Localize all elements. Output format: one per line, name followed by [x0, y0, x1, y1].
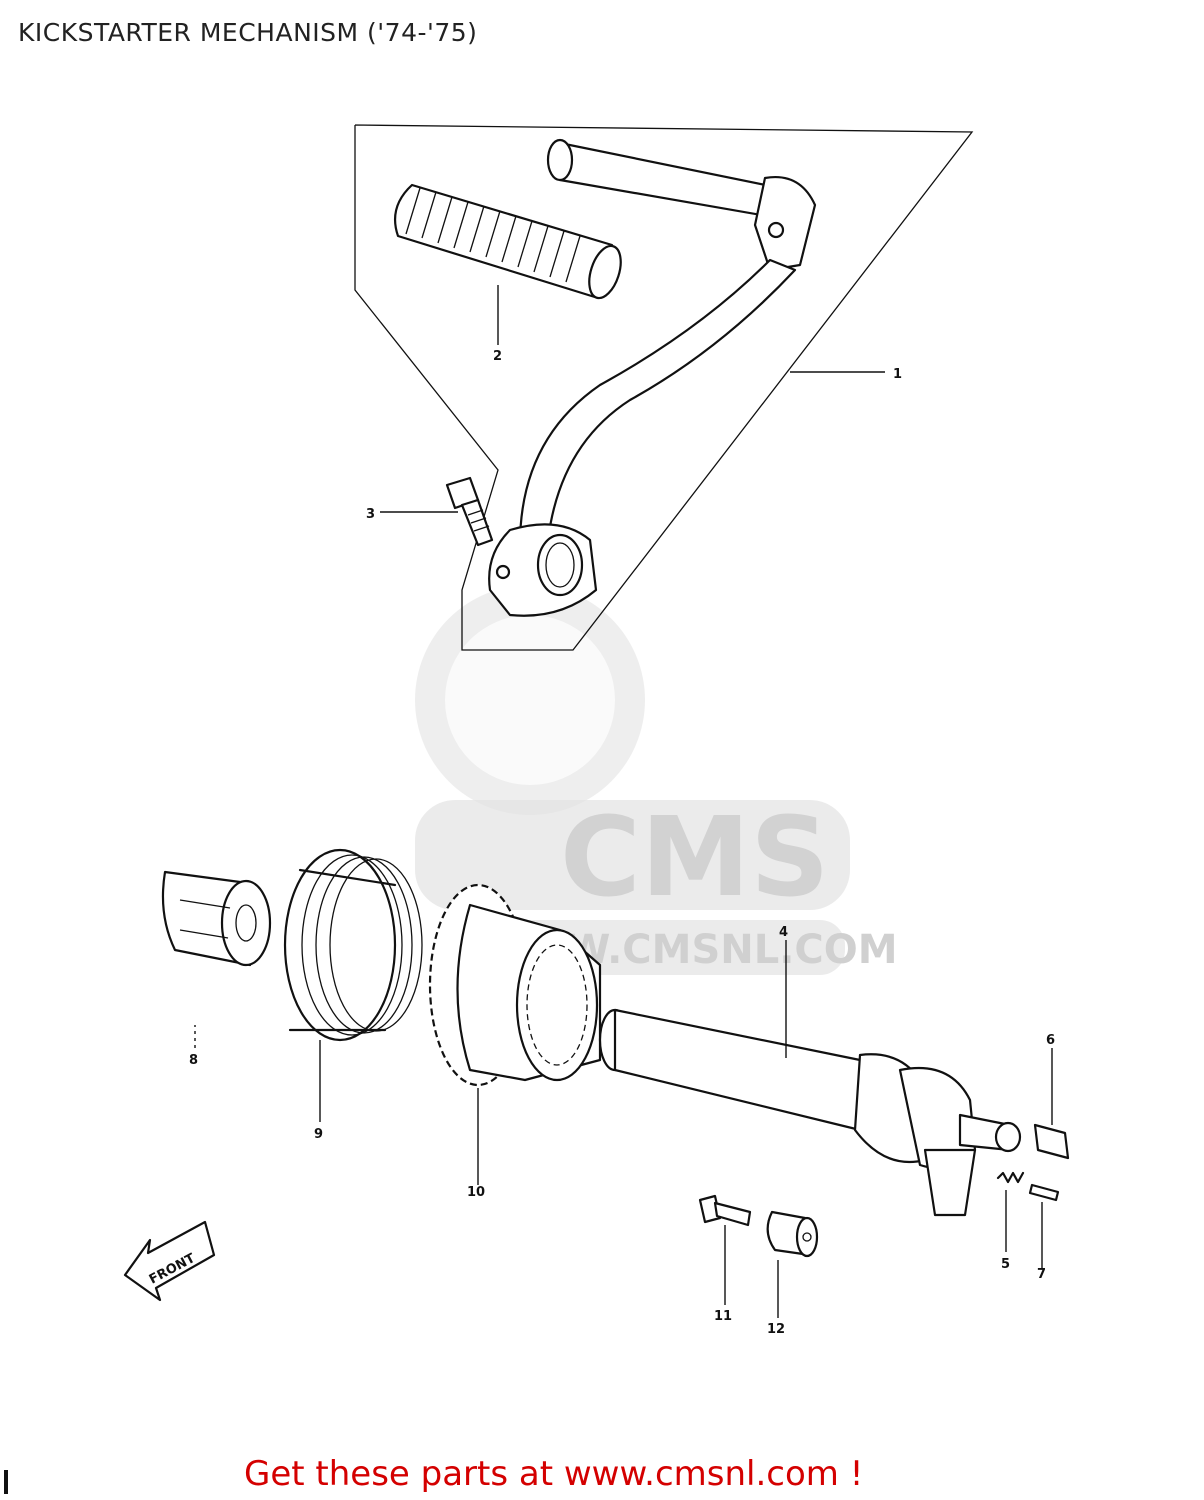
parts-diagram: CMS WWW.CMSNL.COM — [123, 124, 1070, 1337]
part-8-collar — [161, 870, 272, 967]
part-7-pin — [1028, 1183, 1060, 1202]
part-2-kick-rubber — [394, 183, 622, 300]
callout-7: 7 — [1037, 1267, 1046, 1282]
part-5-small-spring — [996, 1171, 1025, 1184]
part-3-lever-bolt — [445, 476, 494, 547]
callout-2: 2 — [493, 349, 502, 364]
callout-6: 6 — [1046, 1033, 1055, 1048]
callout-9: 9 — [314, 1127, 323, 1142]
part-9-kick-spring — [283, 848, 423, 1042]
callout-4: 4 — [779, 925, 788, 940]
kick-lever-outline — [354, 124, 974, 651]
part-1-kickstarter-lever — [488, 138, 817, 617]
callout-11: 11 — [714, 1309, 732, 1324]
callout-1: 1 — [893, 367, 902, 382]
watermark-logo-text: CMS — [560, 793, 829, 921]
front-direction-arrow: FRONT — [123, 1220, 216, 1302]
callout-5: 5 — [1001, 1257, 1010, 1272]
part-10-kick-gear — [428, 883, 602, 1087]
callout-12: 12 — [767, 1322, 785, 1337]
footer-promo-link[interactable]: Get these parts at www.cmsnl.com ! — [244, 1454, 864, 1494]
part-4-kick-shaft — [598, 1008, 1022, 1217]
part-11-bolt — [698, 1194, 752, 1227]
callout-3: 3 — [366, 507, 375, 522]
part-12-bushing — [766, 1210, 819, 1258]
callout-8: 8 — [189, 1053, 198, 1068]
diagram-title: KICKSTARTER MECHANISM ('74-'75) — [18, 18, 478, 47]
leader-lines — [194, 285, 1053, 1318]
callout-10: 10 — [467, 1185, 485, 1200]
part-6-key — [1033, 1123, 1070, 1160]
corner-mark — [4, 1470, 8, 1494]
